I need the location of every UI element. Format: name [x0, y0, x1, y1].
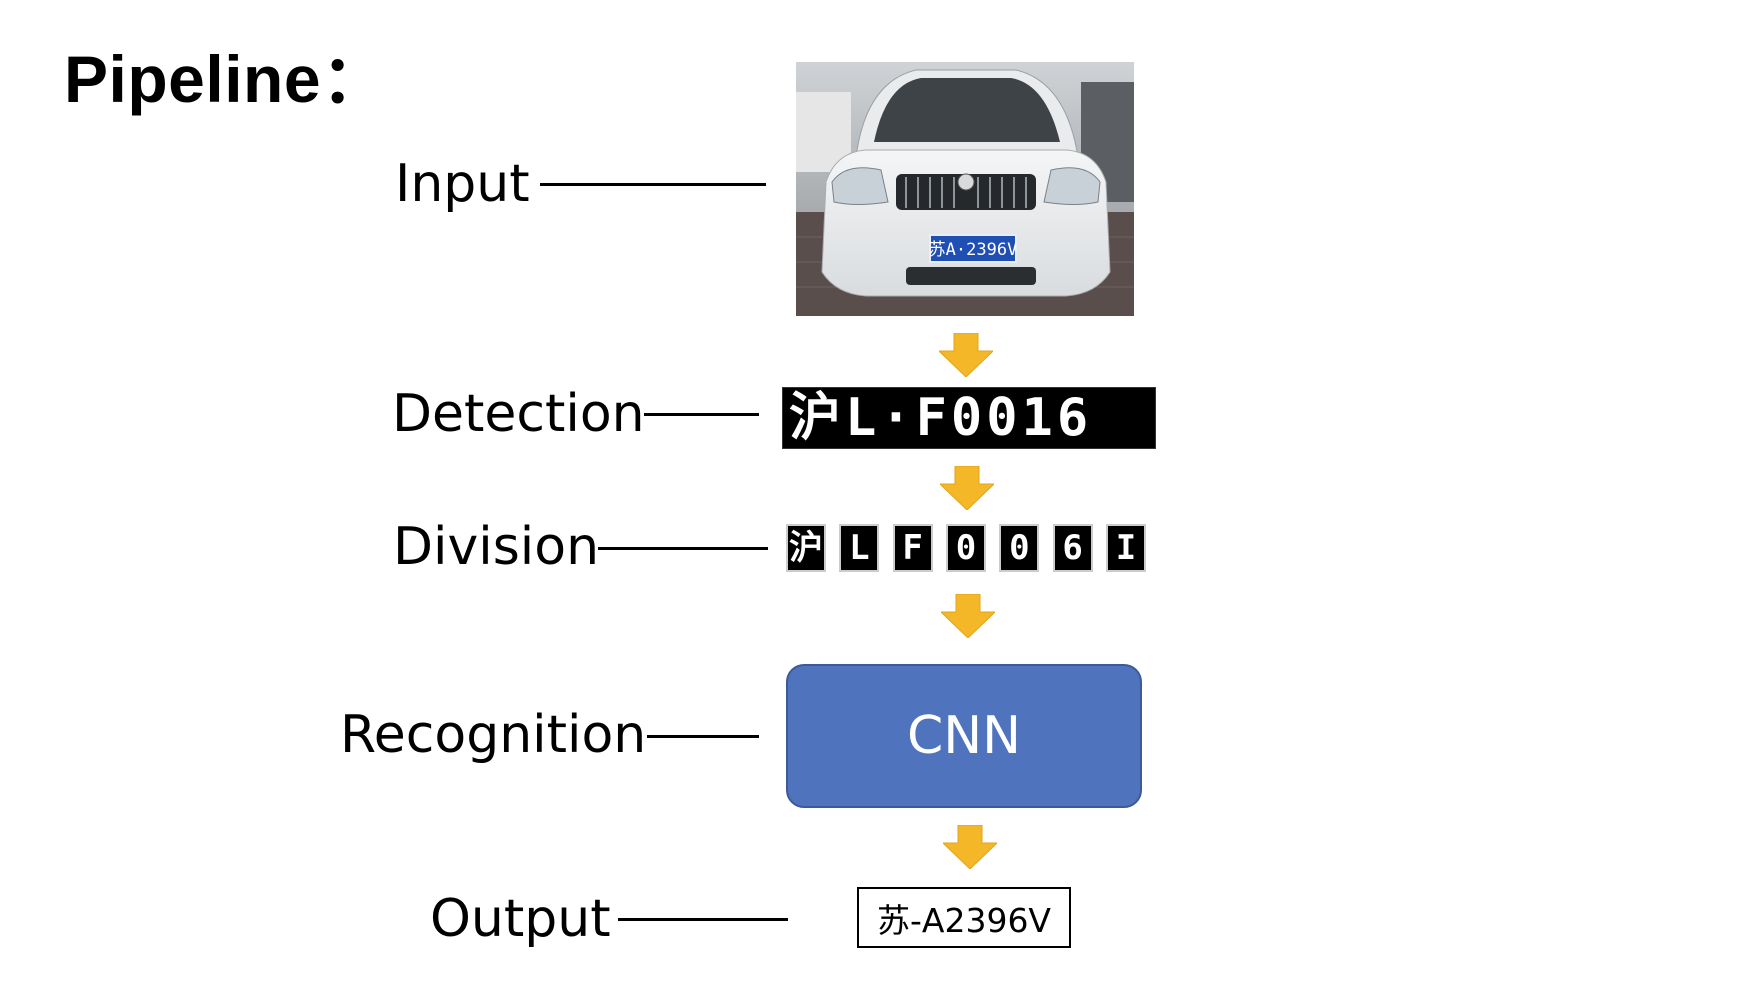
stage-label-output: Output — [430, 889, 611, 949]
leader-line-detection — [644, 413, 759, 416]
cnn-box: CNN — [786, 664, 1142, 808]
cnn-label: CNN — [906, 706, 1022, 766]
stage-label-input: Input — [395, 154, 530, 214]
char-tile: L — [839, 524, 880, 572]
output-result-box: 苏-A2396V — [857, 887, 1071, 948]
char-tile: 0 — [999, 524, 1040, 572]
detected-plate-text: 沪L·F0016 — [789, 388, 1093, 448]
char-tile: 0 — [945, 524, 986, 572]
input-plate-text: 苏A·2396V — [929, 240, 1018, 260]
output-result-text: 苏-A2396V — [876, 900, 1052, 940]
char-tile: 6 — [1052, 524, 1093, 572]
page-title: Pipeline： — [64, 42, 388, 116]
detected-plate-image: 沪L·F0016 — [782, 387, 1156, 449]
down-arrow-icon — [939, 333, 993, 377]
leader-line-input — [540, 183, 766, 186]
char-tile: F — [892, 524, 933, 572]
down-arrow-icon — [940, 466, 994, 510]
down-arrow-icon — [943, 825, 997, 869]
leader-line-output — [618, 918, 788, 921]
stage-label-recognition: Recognition — [340, 705, 647, 765]
stage-label-detection: Detection — [392, 384, 645, 444]
stage-label-division: Division — [393, 517, 600, 577]
down-arrow-icon — [941, 594, 995, 638]
input-car-image: 苏A·2396V — [796, 62, 1134, 316]
segmented-characters: 沪 L F 0 0 6 I — [786, 524, 1146, 574]
leader-line-division — [598, 547, 768, 550]
char-tile: I — [1105, 524, 1146, 572]
char-tile: 沪 — [786, 524, 826, 572]
leader-line-recognition — [647, 735, 759, 738]
